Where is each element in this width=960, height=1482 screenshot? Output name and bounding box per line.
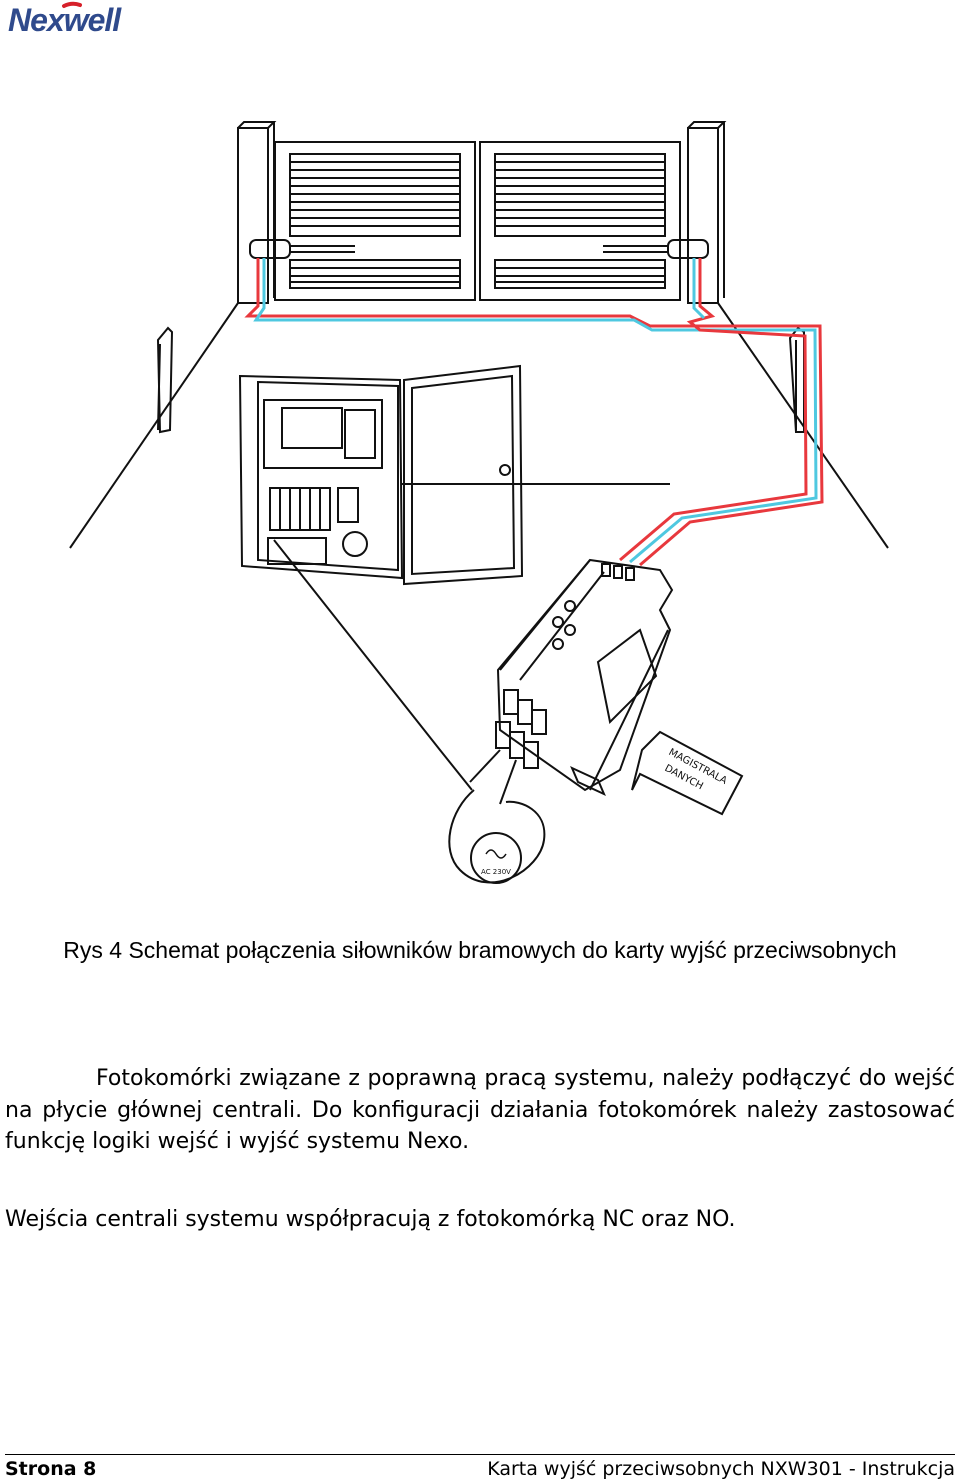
cabinet-wires — [273, 483, 670, 884]
wiring-diagram: MAGISTRALA DANYCH AC 230V — [69, 121, 889, 884]
nexwell-logo: Nexwell — [8, 1, 123, 38]
gate-post-left — [237, 121, 277, 304]
main-board — [263, 399, 383, 469]
page-number: Strona 8 — [5, 1458, 97, 1480]
actuator-cables — [244, 258, 824, 567]
actuator-left — [249, 239, 355, 259]
photocell-post-left — [156, 326, 174, 434]
transformer — [342, 531, 368, 557]
photocell-post-right — [788, 326, 805, 433]
power-source: AC 230V — [470, 832, 522, 884]
paragraph-photocells: Fotokomórki związane z poprawną pracą sy… — [5, 1066, 955, 1154]
power-source-label: AC 230V — [481, 868, 511, 876]
logo-text: Nexwell — [8, 2, 122, 38]
figure-caption: Rys 4 Schemat połączenia siłowników bram… — [63, 937, 897, 963]
document-title: Karta wyjść przeciwsobnych NXW301 - Inst… — [487, 1458, 955, 1480]
page-footer: Strona 8 Karta wyjść przeciwsobnych NXW3… — [5, 1454, 955, 1482]
gate-leaf-right — [479, 141, 681, 301]
cabinet-door — [403, 364, 524, 586]
paragraph-inputs: Wejścia centrali systemu współpracują z … — [5, 1207, 736, 1232]
battery — [267, 537, 327, 565]
data-bus-arrow: MAGISTRALA DANYCH — [631, 730, 744, 816]
gate-post-right — [687, 121, 727, 304]
power-wires — [469, 749, 517, 805]
ground-line-left — [69, 302, 239, 549]
output-module — [495, 558, 674, 796]
logo-swoosh — [62, 1, 82, 8]
actuator-right — [603, 239, 709, 259]
gate-leaf-left — [274, 141, 476, 301]
control-cabinet — [238, 364, 524, 586]
